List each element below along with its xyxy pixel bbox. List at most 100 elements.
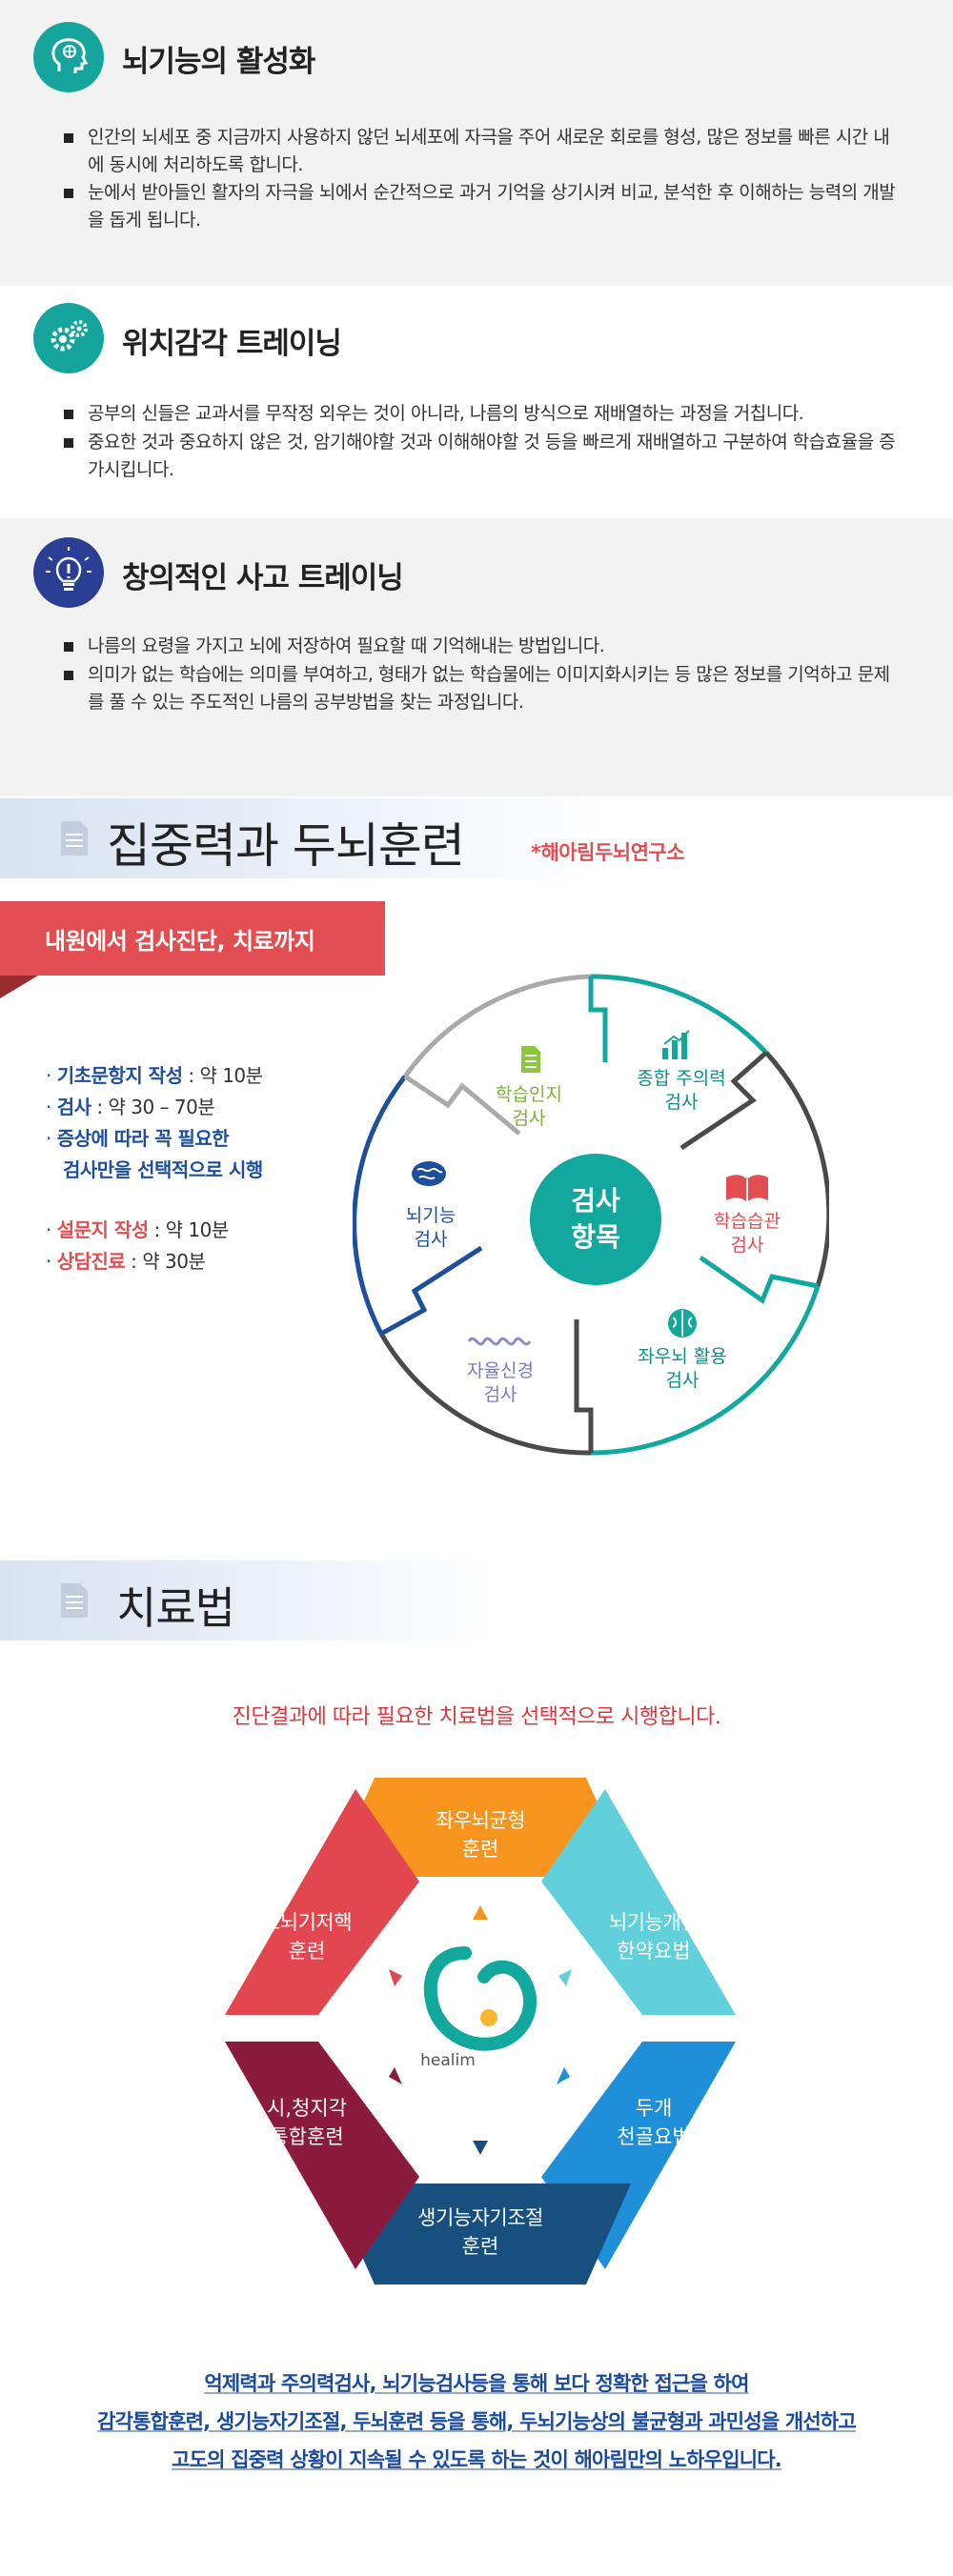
arc-gray-bottom [378, 1332, 592, 1456]
diagram-label: 시,청지각 [267, 2097, 347, 2120]
diagram-label: 종합 주의력 [637, 1068, 725, 1089]
diagram-label: 검사 [731, 1235, 764, 1256]
bullet-item: 공부의 신들은 교과서를 무작정 외우는 것이 아니라, 나름의 방식으로 재배… [64, 400, 905, 428]
diagram-label: 검사 [513, 1108, 546, 1129]
creative-thinking-section: 창의적인 사고 트레이닝 나름의 요령을 가지고 뇌에 저장하여 필요할 때 기… [0, 518, 953, 796]
diagram-label: 검사 [415, 1229, 448, 1250]
segment-herbal-medicine [541, 1789, 736, 2015]
bullet-square-icon [64, 671, 73, 680]
test-left-right-brain: 좌우뇌 활용 검사 [638, 1309, 727, 1391]
test-items-diagram: 검사 항목 학습인지 검사 종합 주의력 검사 학습습관 검사 좌우뇌 활용 검… [353, 974, 829, 1456]
arc-gray-right [764, 1051, 829, 1287]
test-learning-cognition: 학습인지 검사 [496, 1046, 562, 1129]
chart-icon [662, 1030, 690, 1059]
arrow-down-left-icon [389, 1969, 402, 1986]
diagram-label: 검사 [666, 1370, 700, 1391]
diagram-label: 훈련 [289, 1940, 326, 1962]
focus-banner: 집중력과 두뇌훈련 [0, 798, 610, 878]
arrow-down-icon [473, 2141, 488, 2155]
section-title: 창의적인 사고 트레이닝 [122, 561, 404, 595]
segment-cerebellum [225, 1789, 419, 2015]
diagram-label: 소뇌기저핵 [262, 1911, 352, 1934]
bullet-square-icon [64, 189, 73, 198]
focus-title: 집중력과 두뇌훈련 [107, 818, 465, 874]
book-icon [726, 1175, 768, 1202]
diagram-label: 검사 [665, 1092, 699, 1113]
list-item: · 상담진료 : 약 30분 [46, 1250, 206, 1273]
diagram-label: 뇌기능개선 [609, 1911, 699, 1934]
list-item: · 증상에 따라 꼭 필요한 [46, 1127, 230, 1150]
head-brain-icon [33, 22, 104, 92]
process-tab: 내원에서 검사진단, 치료까지 [0, 901, 385, 976]
bullet-item: 인간의 뇌세포 중 지금까지 사용하지 않던 뇌세포에 자극을 주어 새로운 회… [64, 124, 905, 179]
test-study-habits: 학습습관 검사 [714, 1175, 781, 1256]
center-label: 검사 [571, 1185, 620, 1217]
segment-biofeedback [330, 2184, 631, 2284]
source-label: *해아림두뇌연구소 [531, 841, 685, 864]
list-item: · 설문지 작성 : 약 10분 [46, 1218, 229, 1241]
footer-line: 억제력과 주의력검사, 뇌기능검사등을 통해 보다 정확한 접근을 하여 [204, 2372, 749, 2395]
footer-line: 감각통합훈련, 생기능자기조절, 두뇌훈련 등을 통해, 두뇌기능상의 불균형과… [97, 2410, 857, 2433]
brain-icon [668, 1309, 697, 1338]
test-attention: 종합 주의력 검사 [637, 1030, 726, 1113]
diagram-label: 뇌기능 [406, 1205, 456, 1226]
bullet-item: 나름의 요령을 가지고 뇌에 저장하여 필요할 때 기억해내는 방법입니다. [64, 633, 905, 660]
bullet-item: 눈에서 받아들인 활자의 자극을 뇌에서 순간적으로 과거 기억을 상기시켜 비… [64, 179, 905, 234]
bullet-square-icon [64, 410, 73, 419]
test-brain-function: 뇌기능 검사 [406, 1161, 456, 1250]
bullet-square-icon [64, 438, 73, 448]
process-list: · 기초문항지 작성 : 약 10분 · 검사 : 약 30 – 70분 · 증… [46, 1060, 263, 1186]
arrow-down-right-icon [389, 2067, 402, 2084]
diagram-label: 생기능자기조절 [417, 2206, 543, 2229]
brain-activation-section: 뇌기능의 활성화 인간의 뇌세포 중 지금까지 사용하지 않던 뇌세포에 자극을… [0, 0, 953, 286]
diagram-label: 훈련 [462, 1838, 499, 1861]
diagram-label: 훈련 [462, 2235, 499, 2258]
document-icon [61, 821, 88, 855]
segment-visual-auditory [225, 2042, 419, 2269]
diagram-label: 좌우뇌 활용 [638, 1346, 726, 1367]
diagram-label: healim [420, 2051, 476, 2070]
arc-teal-bottom [590, 1285, 821, 1456]
tab-fold-icon [0, 976, 38, 998]
brain-icon [412, 1161, 446, 1186]
footer-text: 억제력과 주의력검사, 뇌기능검사등을 통해 보다 정확한 접근을 하여 감각통… [0, 2365, 953, 2479]
wave-icon [467, 1337, 532, 1346]
arrow-up-icon [473, 1905, 488, 1920]
treatment-title: 치료법 [116, 1582, 235, 1634]
diagram-label: 자율신경 [467, 1360, 534, 1381]
section-title: 뇌기능의 활성화 [122, 45, 315, 79]
lightbulb-icon [33, 537, 104, 608]
position-sense-section: 위치감각 트레이닝 공부의 신들은 교과서를 무작정 외우는 것이 아니라, 나… [0, 286, 953, 518]
diagram-label: 좌우뇌균형 [436, 1809, 525, 1832]
section-title: 위치감각 트레이닝 [122, 327, 342, 361]
list-item: · 검사 : 약 30 – 70분 [46, 1096, 215, 1118]
treatment-subtitle: 진단결과에 따라 필요한 치료법을 선택적으로 시행합니다. [232, 1705, 721, 1729]
arc-gray-top [402, 974, 592, 1078]
bullet-square-icon [64, 133, 73, 143]
process-list-2: · 설문지 작성 : 약 10분 · 상담진료 : 약 30분 [46, 1215, 229, 1278]
bullet-item: 의미가 없는 학습에는 의미를 부여하고, 형태가 없는 학습물에는 이미지화시… [64, 661, 905, 716]
bullet-item: 중요한 것과 중요하지 않은 것, 암기해야할 것과 이해해야할 것 등을 빠르… [64, 429, 905, 484]
arc-navy-left [353, 1075, 407, 1336]
treatment-banner: 치료법 [0, 1560, 496, 1640]
bullet-square-icon [64, 642, 73, 652]
document-icon [521, 1046, 540, 1073]
gears-icon [33, 303, 104, 373]
diagram-label: 검사 [484, 1384, 517, 1405]
arc-teal-top [590, 974, 768, 1055]
document-icon [61, 1583, 88, 1618]
diagram-label: 천골요법 [617, 2125, 690, 2148]
diagram-label: 한약요법 [617, 1940, 690, 1962]
diagram-label: 학습습관 [714, 1211, 781, 1232]
healim-logo: healim [420, 1946, 537, 2070]
segment-left-right-balance [330, 1778, 631, 1877]
diagram-label: 통합훈련 [270, 2125, 343, 2148]
list-item: 검사만을 선택적으로 시행 [63, 1158, 263, 1181]
arrow-left-icon [557, 2067, 570, 2084]
arrow-right-icon [558, 1969, 572, 1986]
test-autonomic-nerve: 자율신경 검사 [467, 1337, 534, 1405]
list-item: · 기초문항지 작성 : 약 10분 [46, 1064, 263, 1087]
treatment-diagram: healim 좌우뇌균형 훈련 뇌기능개선 한약요법 두개 천골요법 생기능자기… [225, 1778, 736, 2284]
center-circle [524, 1148, 667, 1291]
footer-line: 고도의 집중력 상황이 지속될 수 있도록 하는 것이 해아림만의 노하우입니다… [172, 2448, 782, 2471]
